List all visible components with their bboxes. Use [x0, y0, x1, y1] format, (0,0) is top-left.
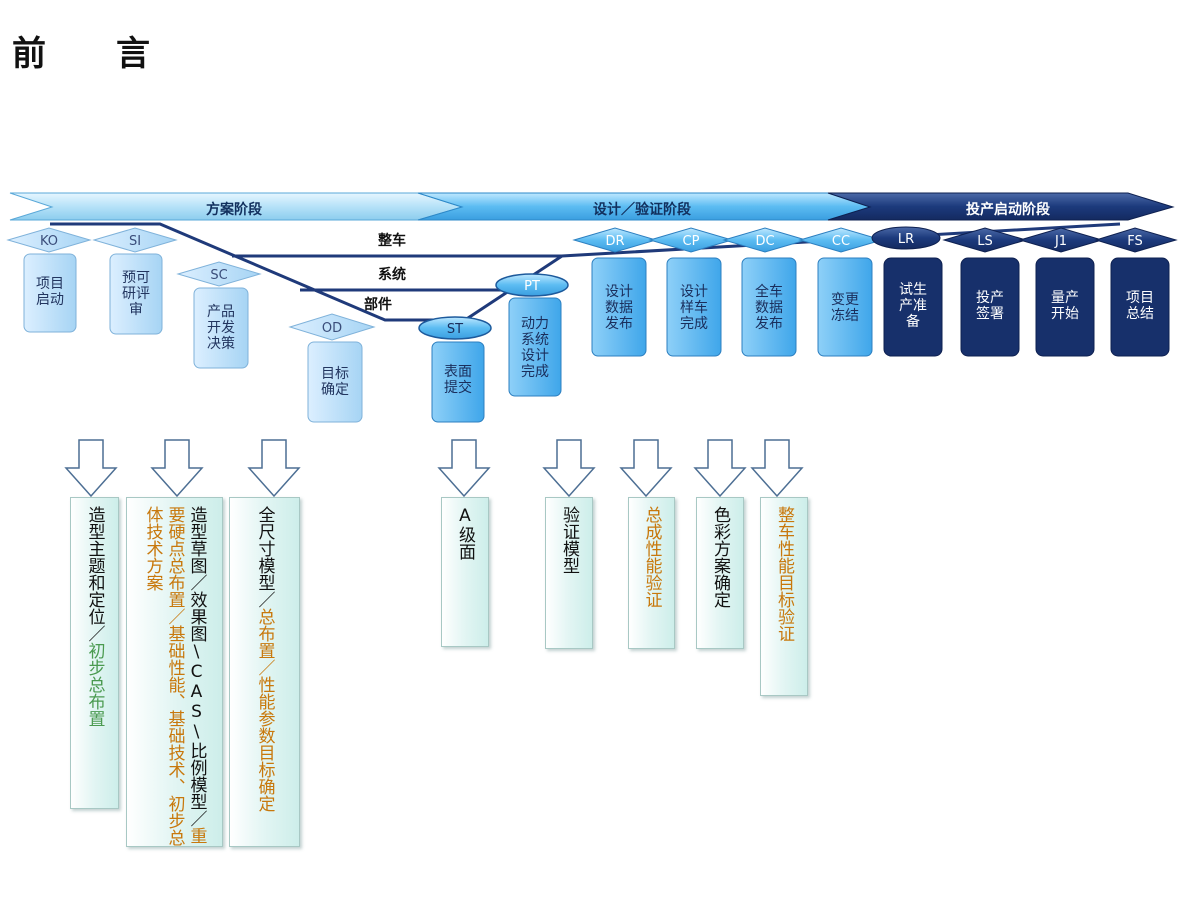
milestone-DC: DC 全车数据发布 — [722, 227, 808, 357]
down-arrow-icon — [247, 439, 301, 498]
milestone-SC: SC 产品开发决策 — [176, 261, 262, 369]
deliverable-box-8: 整车性能目标验证 — [760, 497, 808, 696]
milestone-code-CC: CC — [832, 234, 850, 249]
milestone-desc-DR: 设计数据发布 — [605, 284, 633, 332]
level-label-vehicle: 整车 — [377, 232, 406, 249]
deliverable-box-3: 全尺寸模型／总布置／性能参数目标确定 — [229, 497, 300, 847]
milestone-OD: OD 目标确定 — [288, 313, 376, 423]
milestone-KO: KO 项目启动 — [6, 227, 92, 333]
deliverable-text-4: A级面 — [455, 506, 475, 560]
milestone-ST: ST 表面提交 — [418, 316, 492, 423]
deliverable-box-4: A级面 — [441, 497, 489, 647]
milestone-code-KO: KO — [40, 234, 58, 249]
phase-arrow-launch: 投产启动阶段 — [827, 192, 1175, 221]
deliverable-box-7: 色彩方案确定 — [696, 497, 744, 649]
milestone-code-FS: FS — [1127, 234, 1143, 249]
v-model-lines — [50, 222, 1121, 322]
milestone-desc-SC: 产品开发决策 — [207, 304, 235, 352]
milestone-desc-CP: 设计样车完成 — [680, 284, 708, 332]
milestone-CP: CP 设计样车完成 — [648, 227, 734, 357]
phase-label-scheme: 方案阶段 — [206, 201, 262, 218]
deliverable-text-7: 色彩方案确定 — [710, 506, 730, 608]
deliverable-text-6: 总成性能验证 — [641, 506, 662, 608]
down-arrow-icon — [619, 439, 673, 498]
milestone-DR: DR 设计数据发布 — [572, 227, 658, 357]
down-arrows — [64, 439, 804, 498]
milestone-code-J1: J1 — [1054, 234, 1067, 249]
down-arrow-icon — [150, 439, 204, 498]
phase-label-launch: 投产启动阶段 — [966, 201, 1050, 218]
milestone-SI: SI 预可研评审 — [92, 227, 178, 335]
level-label-part: 部件 — [364, 296, 392, 313]
milestone-PT: PT 动力系统设计完成 — [495, 273, 569, 397]
milestone-desc-LR: 试生产准备 — [899, 282, 927, 330]
milestone-desc-KO: 项目启动 — [36, 276, 64, 308]
down-arrow-icon — [693, 439, 747, 498]
milestone-code-OD: OD — [322, 321, 342, 336]
milestone-desc-LS: 投产签署 — [976, 290, 1004, 322]
milestone-code-CP: CP — [683, 234, 700, 249]
milestone-code-SI: SI — [129, 234, 141, 249]
phase-arrow-scheme: 方案阶段 — [9, 192, 464, 221]
deliverable-text-2: 造型草图／效果图\CAS\比例模型／重要硬点总布置／基础性能、基础技术、初步总体… — [142, 506, 207, 846]
milestone-code-DR: DR — [605, 234, 624, 249]
milestone-code-SC: SC — [210, 268, 227, 283]
page-title: 前 言 — [12, 34, 168, 74]
deliverable-text-3: 全尺寸模型／总布置／性能参数目标确定 — [254, 506, 275, 812]
milestone-FS: FS 项目总结 — [1094, 227, 1178, 357]
milestone-desc-OD: 目标确定 — [321, 366, 349, 398]
milestone-code-LS: LS — [977, 234, 993, 249]
milestone-code-LR: LR — [898, 232, 914, 247]
milestone-code-PT: PT — [524, 279, 540, 294]
milestone-LR: LR 试生产准备 — [871, 226, 943, 357]
down-arrow-icon — [750, 439, 804, 498]
deliverable-box-5: 验证模型 — [545, 497, 593, 649]
milestone-LS: LS 投产签署 — [942, 227, 1028, 357]
milestone-desc-SI: 预可研评审 — [122, 270, 150, 318]
down-arrow-icon — [542, 439, 596, 498]
milestone-desc-DC: 全车数据发布 — [755, 283, 783, 332]
phase-arrow-design: 设计／验证阶段 — [417, 192, 872, 221]
milestone-code-ST: ST — [447, 322, 463, 337]
deliverable-text-1: 造型主题和定位／初步总布置 — [84, 506, 105, 727]
deliverable-box-2: 造型草图／效果图\CAS\比例模型／重要硬点总布置／基础性能、基础技术、初步总体… — [126, 497, 223, 847]
phase-label-design: 设计／验证阶段 — [593, 201, 691, 218]
deliverable-box-1: 造型主题和定位／初步总布置 — [70, 497, 119, 809]
deliverable-text-5: 验证模型 — [559, 506, 579, 574]
milestone-desc-CC: 变更冻结 — [831, 292, 859, 324]
milestone-CC: CC 变更冻结 — [798, 227, 884, 357]
milestone-desc-J1: 量产开始 — [1051, 290, 1079, 322]
milestone-desc-FS: 项目总结 — [1126, 290, 1154, 322]
milestone-code-DC: DC — [755, 234, 774, 249]
milestone-desc-ST: 表面提交 — [444, 364, 472, 396]
level-label-system: 系统 — [378, 266, 406, 283]
milestone-J1: J1 量产开始 — [1018, 227, 1104, 357]
milestone-desc-PT: 动力系统设计完成 — [521, 316, 549, 380]
deliverable-text-8: 整车性能目标验证 — [774, 506, 794, 642]
deliverable-box-6: 总成性能验证 — [628, 497, 675, 649]
down-arrow-icon — [437, 439, 491, 498]
down-arrow-icon — [64, 439, 118, 498]
